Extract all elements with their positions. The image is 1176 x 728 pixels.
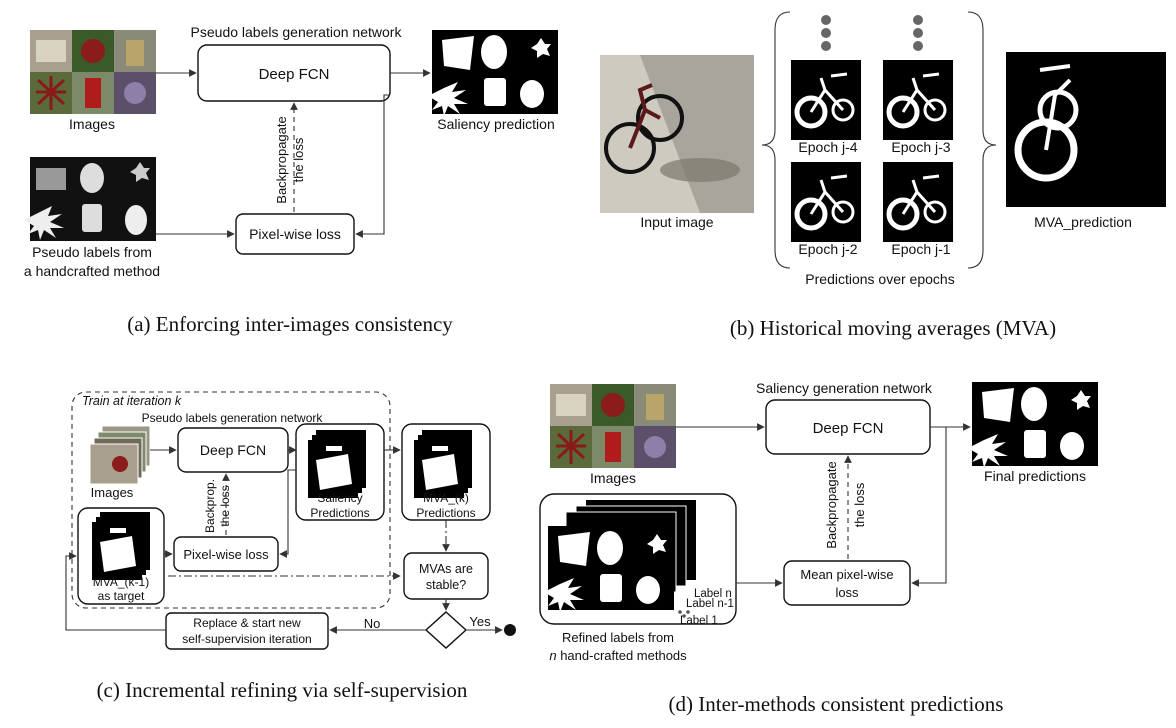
panel-c-no-label: No <box>364 616 381 631</box>
panel-c-saliency-line1: Saliency <box>317 491 362 505</box>
panel-b-input-label: Input image <box>640 214 713 230</box>
panel-b-epoch-j1-label: Epoch j-1 <box>891 241 950 257</box>
panel-a-backprop-line2: the loss <box>291 137 306 182</box>
panel-d-input-images <box>548 382 678 470</box>
panel-c-saliency-line2: Predictions <box>310 506 369 520</box>
panel-b-input-photo <box>600 55 754 213</box>
panel-d-mean-loss-box <box>783 560 911 606</box>
panel-a-deep-fcn-label: Deep FCN <box>259 66 330 83</box>
panel-a-pseudo-labels-image <box>24 157 156 241</box>
panel-b-epoch-j4-label: Epoch j-4 <box>798 139 857 155</box>
panel-c-image-stack <box>89 425 151 485</box>
panel-b: Input image Epoch j-4 Epoch j-3 Epoch j-… <box>600 11 1166 340</box>
panel-d-label-stack-1 <box>544 526 674 612</box>
panel-c-saliency-stack-1 <box>308 440 358 498</box>
panel-d-network-title: Saliency generation network <box>756 380 933 396</box>
panel-c-caption: (c) Incremental refining via self-superv… <box>97 678 468 702</box>
panel-a-input-images <box>28 28 158 116</box>
panel-b-mva-output <box>1006 52 1166 207</box>
panel-c-pixel-loss-box <box>173 536 279 572</box>
panel-a-network-title: Pseudo labels generation network <box>191 24 403 40</box>
panel-c-stable-line1: MVAs are <box>419 562 473 576</box>
panel-c-mva-k1-line1: MVA_(k-1) <box>93 575 149 589</box>
panel-c-network-title: Pseudo labels generation network <box>142 411 324 425</box>
panel-a: Pseudo labels generation network Deep FC… <box>24 24 558 336</box>
panel-b-predictions-label: Predictions over epochs <box>805 271 954 287</box>
panel-d-label-ellipsis <box>678 610 690 618</box>
panel-b-left-brace <box>761 11 791 269</box>
panel-c-backprop-line1: Backprop. <box>203 479 217 533</box>
panel-c-mva-k1-stack-1 <box>92 522 142 580</box>
panel-a-pixel-loss-box <box>235 213 355 255</box>
panel-a-pseudo-labels-line1: Pseudo labels from <box>32 244 152 260</box>
panel-d-mean-loss-line1: Mean pixel-wise <box>800 567 893 582</box>
panel-c-replace-box <box>165 612 329 650</box>
panel-d-deep-fcn-label: Deep FCN <box>813 420 884 437</box>
panel-b-right-brace <box>967 11 997 269</box>
panel-c: Train at iteration k Pseudo labels gener… <box>65 391 516 702</box>
panel-d-refined-methods: hand-crafted methods <box>557 648 688 663</box>
panel-c-train-at-label: Train at iteration k <box>82 394 182 408</box>
panel-c-images-label: Images <box>91 485 134 500</box>
panel-d-final-label: Final predictions <box>984 468 1086 484</box>
panel-c-mva-k-line1: MVA_(k) <box>423 491 469 505</box>
panel-b-epoch-j2-label: Epoch j-2 <box>798 241 857 257</box>
panel-c-replace-line1: Replace & start new <box>193 616 301 630</box>
panel-c-deep-fcn-label: Deep FCN <box>200 442 266 458</box>
panel-d-refined-line1: Refined labels from <box>562 630 674 645</box>
panel-a-saliency-output <box>428 30 558 116</box>
panel-c-stable-box <box>403 552 489 600</box>
panel-b-caption: (b) Historical moving averages (MVA) <box>730 316 1056 340</box>
panel-b-ellipsis-left <box>821 15 831 51</box>
panel-d-final-output <box>968 382 1098 468</box>
panel-c-end-node <box>504 624 516 636</box>
panel-c-backprop-line2: the loss <box>218 485 232 526</box>
panel-d-mean-loss-line2: loss <box>835 585 859 600</box>
panel-c-mva-k1-line2: as target <box>98 589 145 603</box>
panel-d-label-n: Label n <box>694 588 732 600</box>
panel-b-mva-label: MVA_prediction <box>1034 214 1132 230</box>
panel-d-label-n1: Label n-1 <box>686 598 734 610</box>
panel-d-refined-line2: n hand-crafted methods <box>549 648 687 663</box>
panel-a-images-label: Images <box>69 116 115 132</box>
panel-a-saliency-label: Saliency prediction <box>437 116 555 132</box>
panel-b-epoch-j1-mask <box>883 162 953 242</box>
panel-b-ellipsis-right <box>913 15 923 51</box>
panel-d-backprop-line2: the loss <box>852 482 867 527</box>
panel-c-arrow-saliency-to-loss <box>279 469 296 558</box>
panel-c-stable-line2: stable? <box>426 578 466 592</box>
panel-a-caption: (a) Enforcing inter-images consistency <box>127 312 453 336</box>
panel-c-yes-label: Yes <box>469 614 491 629</box>
panel-b-epoch-j3-mask <box>883 60 953 140</box>
panel-c-iteration-frame <box>71 391 391 609</box>
panel-d-images-label: Images <box>590 470 636 486</box>
panel-c-mva-k-stack-1 <box>414 440 464 498</box>
panel-d: Saliency generation network Deep FCN Ima… <box>539 380 1098 716</box>
panel-c-arrow-restart <box>65 552 166 631</box>
panel-c-decision-diamond <box>424 611 468 649</box>
panel-a-backprop-line1: Backpropagate <box>274 116 289 203</box>
panel-c-replace-line2: self-supervision iteration <box>182 632 311 646</box>
panel-c-pixel-loss-label: Pixel-wise loss <box>183 547 269 562</box>
panel-b-epoch-j4-mask <box>791 60 861 140</box>
panel-d-label-1: Label 1 <box>680 615 718 627</box>
panel-b-epoch-j3-label: Epoch j-3 <box>891 139 950 155</box>
panel-b-epoch-j2-mask <box>791 162 861 242</box>
panel-c-mva-k-line2: Predictions <box>416 506 475 520</box>
panel-a-arrow-output-to-loss <box>355 94 390 238</box>
panel-a-pixel-loss-label: Pixel-wise loss <box>249 226 341 242</box>
panel-d-refined-n: n <box>549 648 556 663</box>
panel-d-backprop-line1: Backpropagate <box>824 461 839 548</box>
panel-d-caption: (d) Inter-methods consistent predictions <box>669 692 1004 716</box>
panel-d-arrow-output-to-loss <box>911 426 947 587</box>
panel-a-pseudo-labels-line2: a handcrafted method <box>24 263 160 279</box>
